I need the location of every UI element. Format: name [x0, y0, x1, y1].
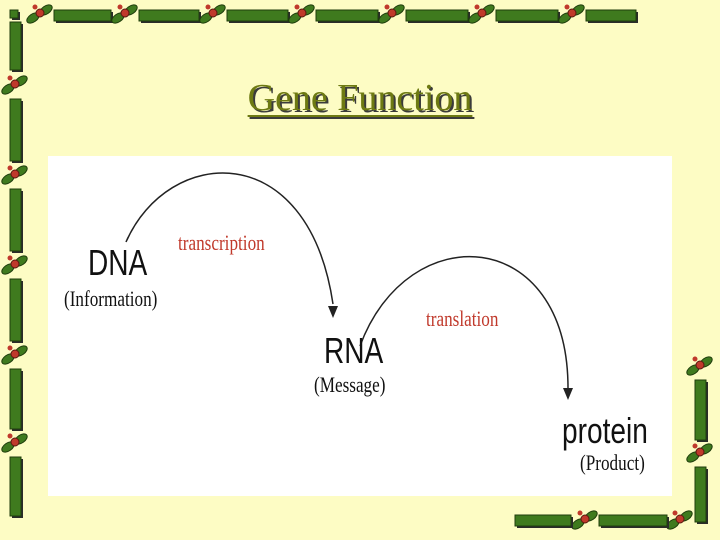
- sprig-icon: [666, 510, 693, 530]
- sprig-icon: [1, 255, 28, 275]
- translation-arrow: [359, 255, 569, 389]
- dna-sublabel: (Information): [64, 286, 158, 311]
- sprig-icon: [468, 4, 495, 24]
- transcription-arrow: [125, 172, 334, 305]
- diagram-panel: DNA (Information) transcription RNA (Mes…: [48, 156, 672, 496]
- sprig-icon: [1, 75, 28, 95]
- protein-sublabel: (Product): [580, 450, 645, 475]
- arrow-icon: [328, 306, 338, 318]
- diagram-arrows: [125, 172, 573, 400]
- sprig-icon: [571, 510, 598, 530]
- sprig-icon: [1, 433, 28, 453]
- protein-label: protein: [562, 410, 648, 451]
- sprig-icon: [378, 4, 405, 24]
- sprig-icon: [1, 345, 28, 365]
- sprig-icon: [558, 4, 585, 24]
- translation-label: translation: [426, 306, 499, 331]
- transcription-label: transcription: [178, 230, 265, 255]
- arrow-icon: [563, 388, 573, 400]
- sprig-icon: [199, 4, 226, 24]
- sprig-icon: [111, 4, 138, 24]
- page-title: Gene Function: [247, 77, 473, 119]
- sprig-icon: [686, 443, 713, 463]
- dna-label: DNA: [88, 242, 148, 283]
- rna-sublabel: (Message): [314, 372, 386, 397]
- sprig-icon: [686, 356, 713, 376]
- sprig-icon: [26, 4, 53, 24]
- sprig-icon: [288, 4, 315, 24]
- rna-label: RNA: [324, 330, 384, 371]
- sprig-icon: [1, 165, 28, 185]
